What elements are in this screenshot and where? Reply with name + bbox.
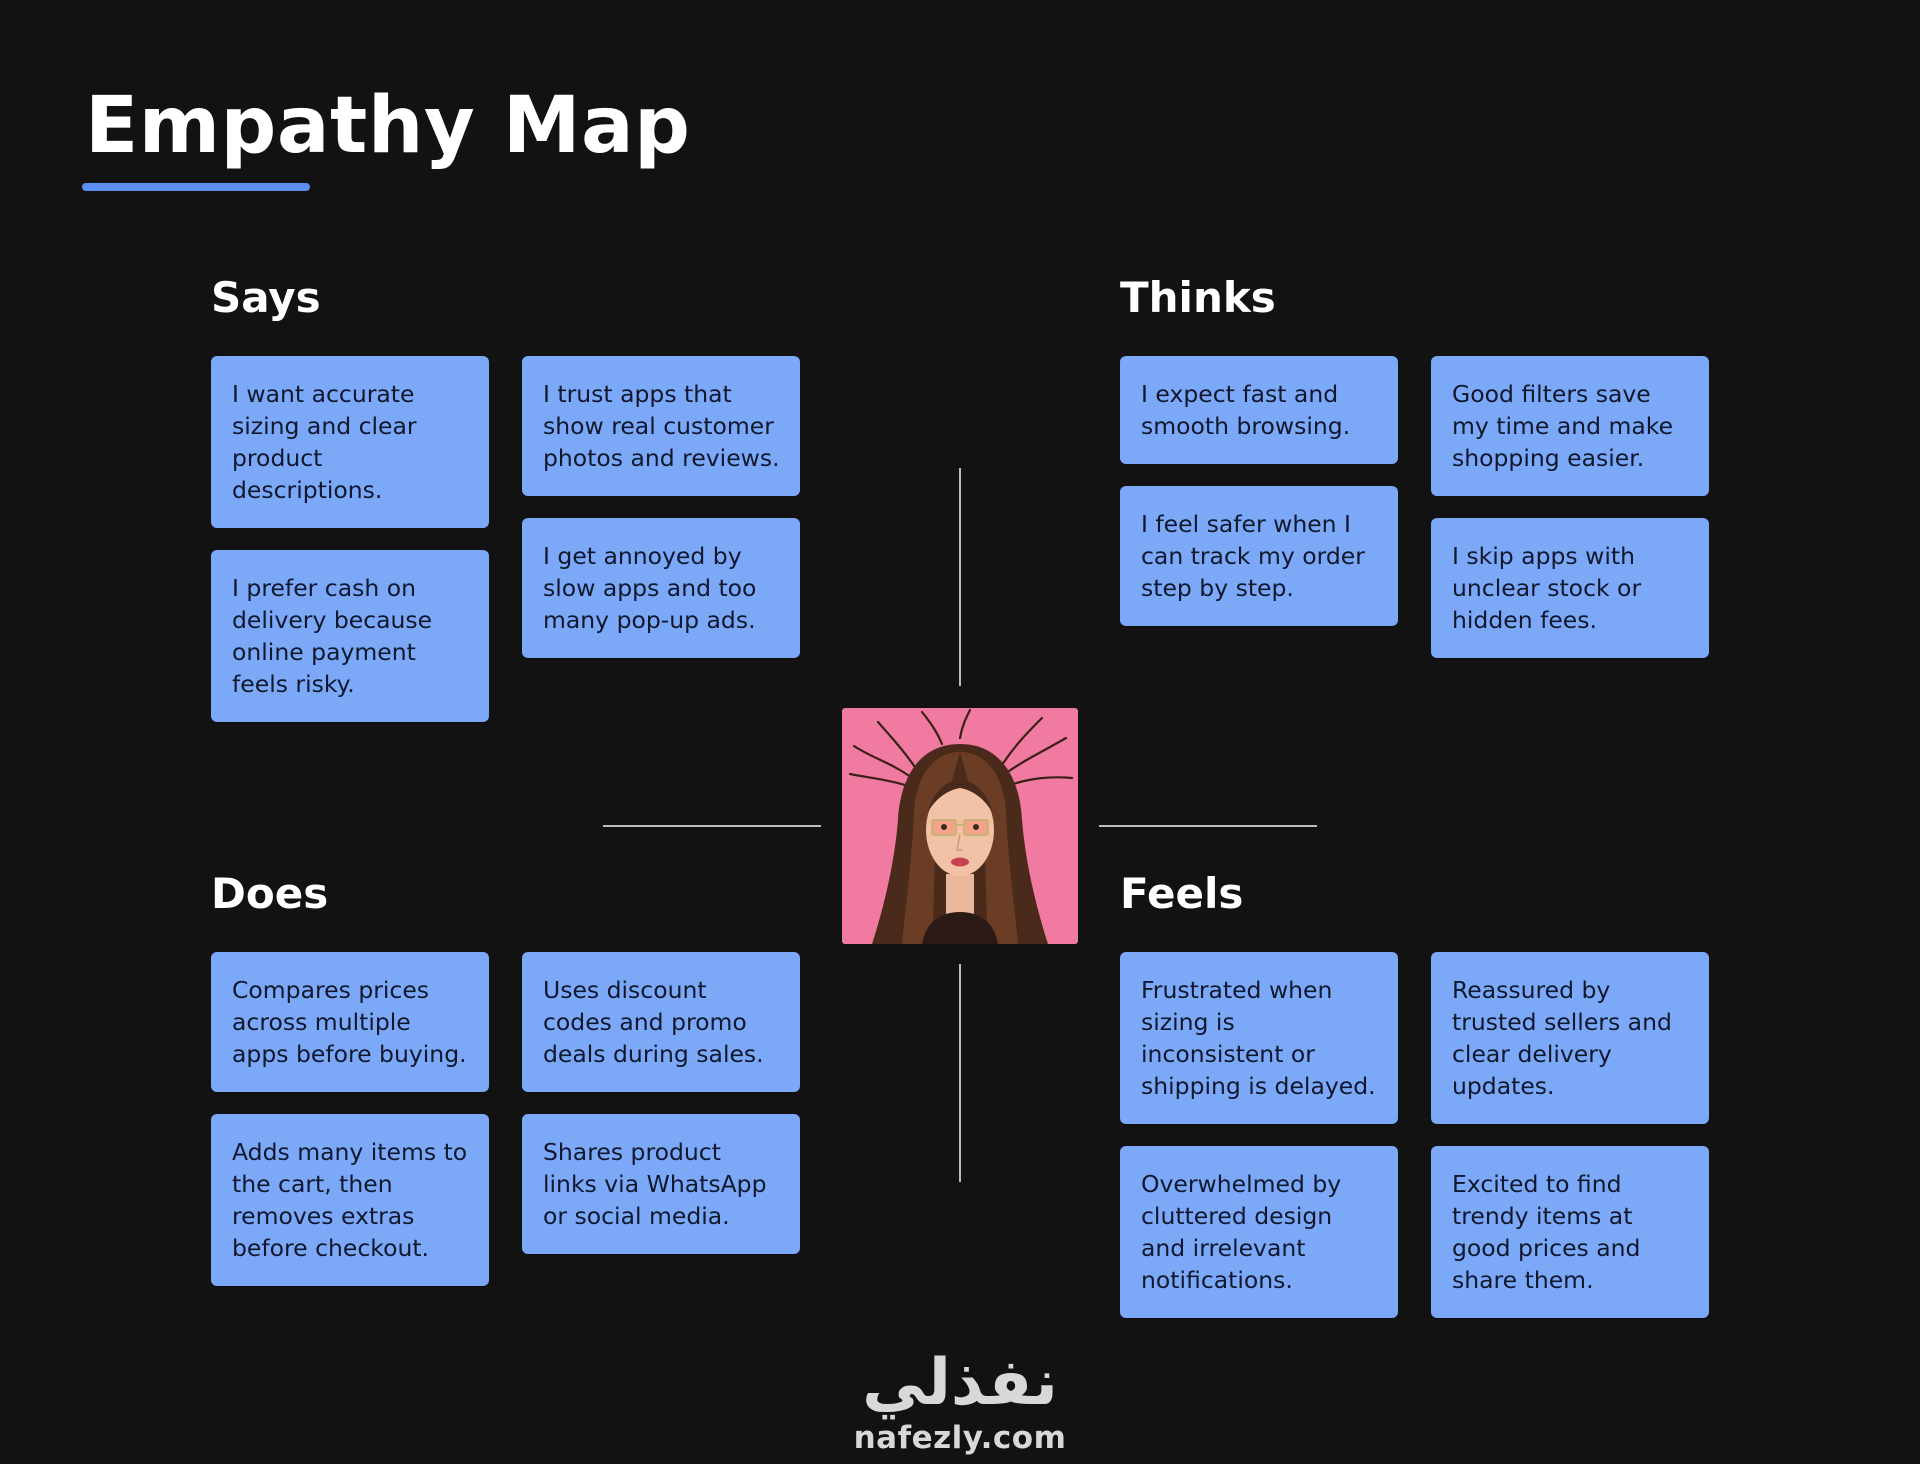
does-note-2: Adds many items to the cart, then remove… <box>211 1114 489 1286</box>
does-note-3: Uses discount codes and promo deals duri… <box>522 952 800 1092</box>
does-quadrant: Does Compares prices across multiple app… <box>211 866 800 1286</box>
feels-note-4: Excited to find trendy items at good pri… <box>1431 1146 1709 1318</box>
thinks-heading: Thinks <box>1120 273 1276 322</box>
says-note-1: I want accurate sizing and clear product… <box>211 356 489 528</box>
brand-url: nafezly.com <box>853 1420 1067 1456</box>
feels-note-1: Frustrated when sizing is inconsistent o… <box>1120 952 1398 1124</box>
does-note-4: Shares product links via WhatsApp or soc… <box>522 1114 800 1254</box>
says-quadrant: Says I want accurate sizing and clear pr… <box>211 270 800 722</box>
thinks-note-3: Good filters save my time and make shopp… <box>1431 356 1709 496</box>
does-notes-column-left: Compares prices across multiple apps bef… <box>211 952 489 1286</box>
feels-notes: Frustrated when sizing is inconsistent o… <box>1120 952 1709 1318</box>
feels-notes-column-right: Reassured by trusted sellers and clear d… <box>1431 952 1709 1318</box>
thinks-notes-column-right: Good filters save my time and make shopp… <box>1431 356 1709 658</box>
divider-top <box>959 468 961 686</box>
divider-bottom <box>959 964 961 1182</box>
feels-notes-column-left: Frustrated when sizing is inconsistent o… <box>1120 952 1398 1318</box>
says-heading: Says <box>211 273 321 322</box>
title-underline <box>82 183 310 191</box>
page-title: Empathy Map <box>85 81 691 171</box>
says-note-3: I trust apps that show real customer pho… <box>522 356 800 496</box>
does-note-1: Compares prices across multiple apps bef… <box>211 952 489 1092</box>
feels-quadrant: Feels Frustrated when sizing is inconsis… <box>1120 866 1709 1318</box>
thinks-note-1: I expect fast and smooth browsing. <box>1120 356 1398 464</box>
divider-left <box>603 825 821 827</box>
does-heading: Does <box>211 869 329 918</box>
thinks-quadrant: Thinks I expect fast and smooth browsing… <box>1120 270 1709 658</box>
feels-heading: Feels <box>1120 869 1244 918</box>
does-notes-column-right: Uses discount codes and promo deals duri… <box>522 952 800 1254</box>
says-note-2: I prefer cash on delivery because online… <box>211 550 489 722</box>
does-notes: Compares prices across multiple apps bef… <box>211 952 800 1286</box>
persona-illustration <box>842 708 1078 944</box>
thinks-note-2: I feel safer when I can track my order s… <box>1120 486 1398 626</box>
feels-note-2: Overwhelmed by cluttered design and irre… <box>1120 1146 1398 1318</box>
says-notes-column-left: I want accurate sizing and clear product… <box>211 356 489 722</box>
says-note-4: I get annoyed by slow apps and too many … <box>522 518 800 658</box>
thinks-note-4: I skip apps with unclear stock or hidden… <box>1431 518 1709 658</box>
feels-note-3: Reassured by trusted sellers and clear d… <box>1431 952 1709 1124</box>
persona-photo <box>842 708 1078 944</box>
brand-logo: نفذلي nafezly.com <box>840 1348 1080 1458</box>
says-notes: I want accurate sizing and clear product… <box>211 356 800 722</box>
brand-arabic-wordmark: نفذلي <box>862 1346 1058 1420</box>
says-notes-column-right: I trust apps that show real customer pho… <box>522 356 800 658</box>
divider-right <box>1099 825 1317 827</box>
thinks-notes: I expect fast and smooth browsing. I fee… <box>1120 356 1709 658</box>
thinks-notes-column-left: I expect fast and smooth browsing. I fee… <box>1120 356 1398 626</box>
